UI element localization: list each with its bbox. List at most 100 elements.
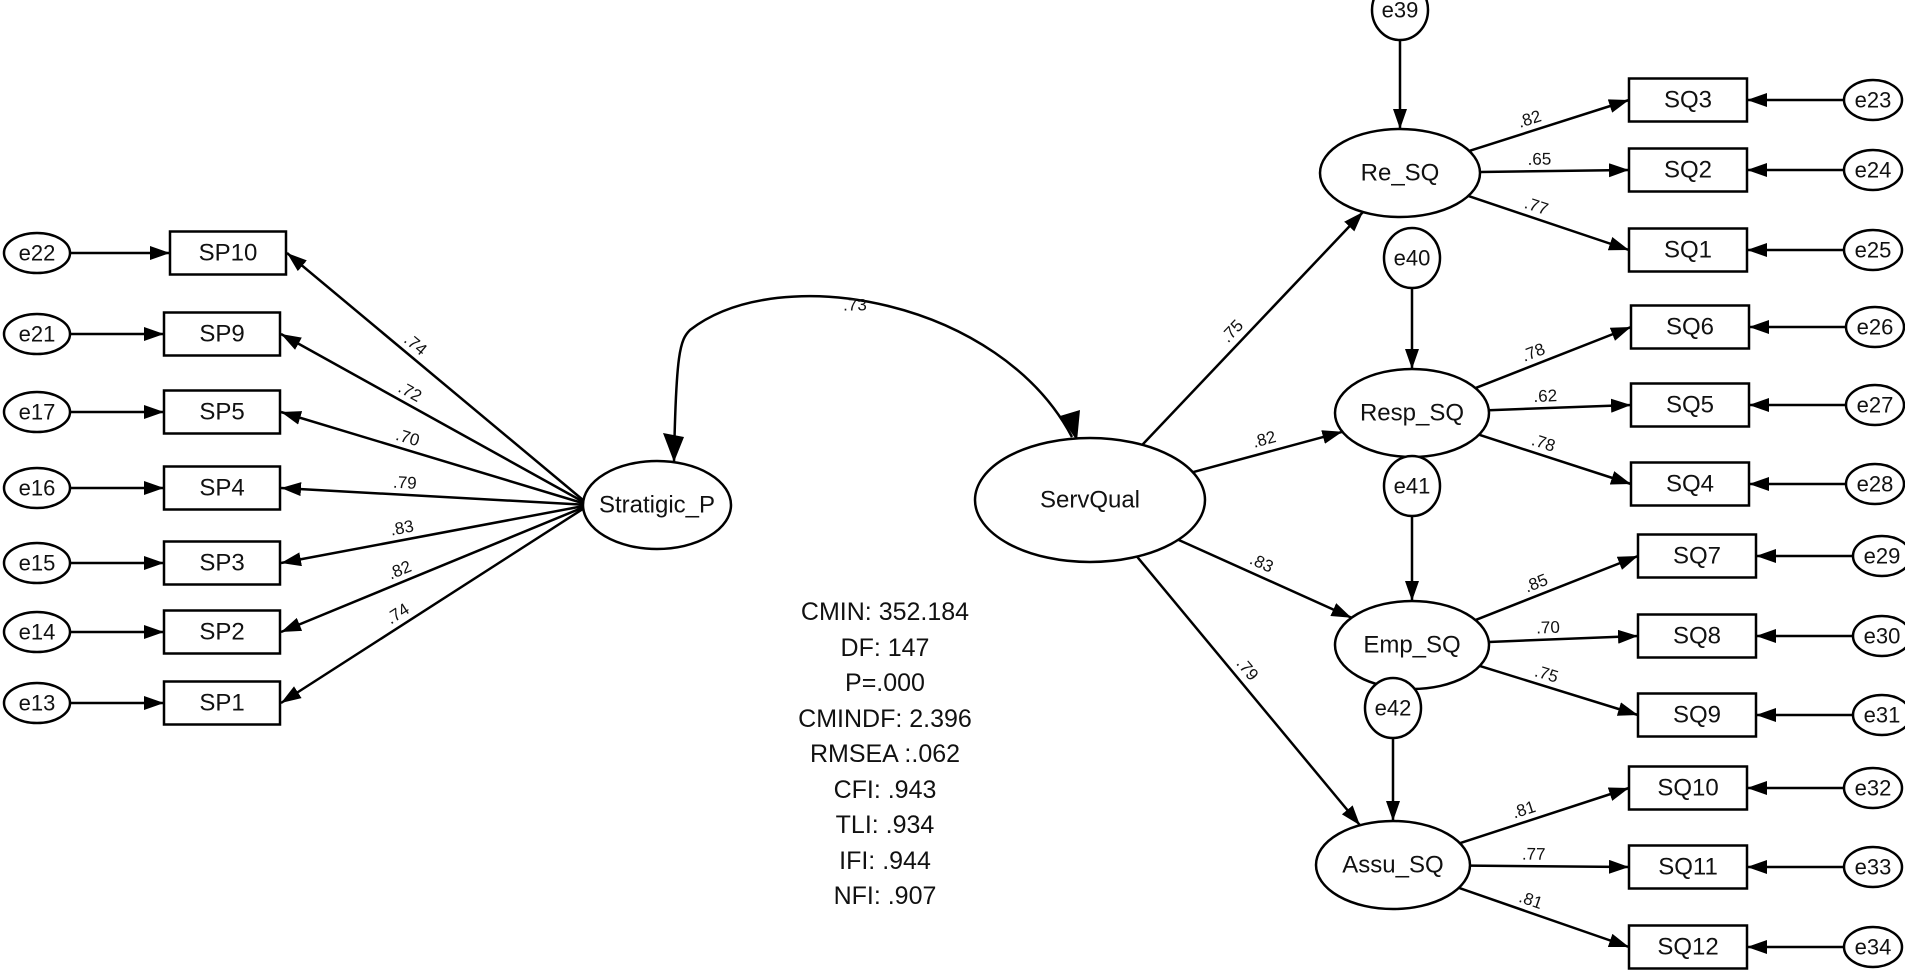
indicator-sq10-label: SQ10 <box>1657 775 1718 802</box>
indicator-sp3-label: SP3 <box>199 550 244 577</box>
loading-path-sq5 <box>1488 398 1632 413</box>
fit-p: P=.000 <box>845 669 925 697</box>
indicator-sp10-label: SP10 <box>199 240 258 267</box>
indicator-sq12 <box>1627 924 1749 970</box>
error-e22 <box>2 231 72 275</box>
loading-path-sp10 <box>286 252 590 506</box>
disturbance-e40-label: e40 <box>1394 246 1431 271</box>
correlation-label: .73 <box>843 296 867 315</box>
loading-label-sq11: .77 <box>1522 845 1546 864</box>
structural-path-resp_sq <box>1192 430 1343 474</box>
disturbance-e39-label: e39 <box>1382 0 1419 23</box>
error-e27-label: e27 <box>1857 393 1894 418</box>
error-e32 <box>1842 766 1904 810</box>
indicator-sq2-label: SQ2 <box>1664 157 1712 184</box>
indicator-sp4-label: SP4 <box>199 475 244 502</box>
indicator-sp2 <box>162 609 282 655</box>
loading-label-sp10: .74 <box>400 330 430 360</box>
indicator-sq8 <box>1636 613 1758 659</box>
error-e15-label: e15 <box>19 551 56 576</box>
loading-path-sq11 <box>1469 859 1630 874</box>
indicator-sp5 <box>162 389 282 435</box>
fit-nfi: NFI: .907 <box>833 882 937 910</box>
loading-path-sp9 <box>280 332 590 507</box>
indicator-sq4 <box>1629 461 1751 507</box>
indicator-sq10 <box>1627 765 1749 811</box>
fit-rmsea: RMSEA :.062 <box>809 740 961 768</box>
error-e17 <box>2 390 72 434</box>
error-e31 <box>1851 693 1905 737</box>
indicator-sq11 <box>1627 844 1749 890</box>
error-e16-label: e16 <box>19 476 56 501</box>
disturbance-e42 <box>1363 676 1423 740</box>
indicator-sq7-label: SQ7 <box>1673 543 1721 570</box>
structural-label-resp_sq: .82 <box>1250 427 1278 452</box>
indicator-sp10 <box>168 230 288 276</box>
error-e30 <box>1851 614 1905 658</box>
disturbance-e39 <box>1370 0 1430 42</box>
error-e31-label: e31 <box>1864 703 1901 728</box>
loading-path-sq12 <box>1458 886 1630 949</box>
correlation-guide <box>830 300 1079 441</box>
indicator-sp4 <box>162 465 282 511</box>
error-e32-label: e32 <box>1855 776 1892 801</box>
indicator-sp1 <box>162 680 282 726</box>
indicator-sq12-label: SQ12 <box>1657 934 1718 961</box>
structural-label-re_sq: .75 <box>1217 316 1247 346</box>
latent-servqual <box>973 436 1207 564</box>
latent-resp-sq-label: Resp_SQ <box>1360 400 1464 427</box>
error-e13-label: e13 <box>19 691 56 716</box>
error-e22-label: e22 <box>19 241 56 266</box>
indicator-sq9-label: SQ9 <box>1673 702 1721 729</box>
indicator-sq9 <box>1636 692 1758 738</box>
indicator-sq1-label: SQ1 <box>1664 237 1712 264</box>
loading-path-sp4 <box>280 482 590 507</box>
indicator-sp1-label: SP1 <box>199 690 244 717</box>
correlation-path <box>672 295 1074 463</box>
loading-label-sp4: .79 <box>393 473 418 493</box>
latent-servqual-label: ServQual <box>1040 487 1140 514</box>
indicator-sp3 <box>162 540 282 586</box>
fit-tli: TLI: .934 <box>835 811 935 839</box>
structural-path-assu_sq <box>1136 555 1361 827</box>
error-e26 <box>1844 305 1905 349</box>
latent-re-sq <box>1318 127 1482 219</box>
correlation-arrowhead-left <box>663 433 684 462</box>
loading-path-sq7 <box>1474 554 1639 622</box>
latent-stratigic-p <box>581 459 733 551</box>
structural-path-emp_sq <box>1177 538 1353 619</box>
error-e16 <box>2 466 72 510</box>
error-e14 <box>2 610 72 654</box>
error-e33 <box>1842 845 1904 889</box>
error-e13 <box>2 681 72 725</box>
fit-cfi: CFI: .943 <box>833 775 937 804</box>
error-e23 <box>1842 78 1904 122</box>
loading-label-sq5: .62 <box>1533 386 1557 406</box>
loading-label-sq8: .70 <box>1536 618 1560 638</box>
fit-df: DF: 147 <box>840 633 930 662</box>
fit-indices-panel: CMIN: 352.184 DF: 147 P=.000 CMINDF: 2.3… <box>740 595 1030 915</box>
error-e29-label: e29 <box>1864 544 1901 569</box>
fit-cmindf: CMINDF: 2.396 <box>798 704 972 733</box>
indicator-sq11-label: SQ11 <box>1658 854 1718 881</box>
indicator-sq1 <box>1627 227 1749 273</box>
error-e29 <box>1851 534 1905 578</box>
error-e25 <box>1842 228 1904 272</box>
indicator-sp5-label: SP5 <box>199 399 244 426</box>
loading-path-sq2 <box>1479 163 1630 178</box>
indicator-sq3 <box>1627 77 1749 123</box>
loading-label-sp9: .72 <box>395 378 425 406</box>
disturbance-e41 <box>1382 454 1442 518</box>
indicator-sq2 <box>1627 147 1749 193</box>
loading-path-sq10 <box>1459 786 1630 845</box>
error-e17-label: e17 <box>19 400 56 425</box>
latent-assu-sq <box>1314 819 1472 911</box>
latent-emp-sq-label: Emp_SQ <box>1363 632 1460 659</box>
error-e34 <box>1842 925 1904 969</box>
structural-label-assu_sq: .79 <box>1232 654 1262 684</box>
loading-path-sq1 <box>1467 194 1630 252</box>
loading-path-sp5 <box>280 410 590 507</box>
latent-re-sq-label: Re_SQ <box>1361 160 1440 187</box>
indicator-sp9-label: SP9 <box>199 321 244 348</box>
error-e21 <box>2 312 72 356</box>
